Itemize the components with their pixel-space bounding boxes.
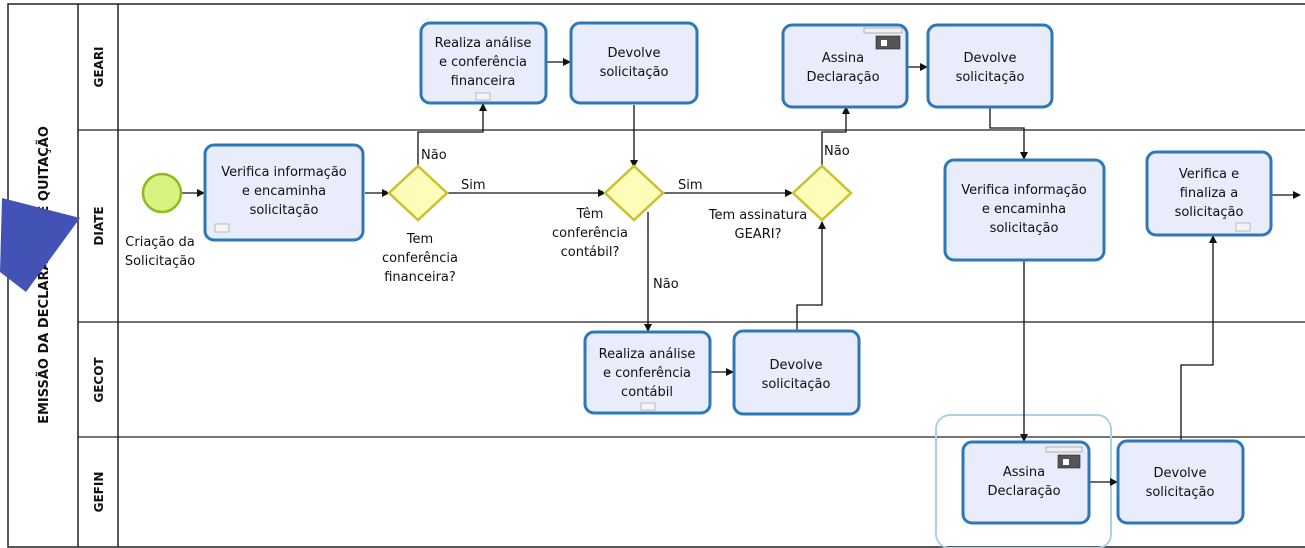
- lane-label-gefin: GEFIN: [92, 472, 106, 513]
- gateway-label-line: financeira?: [384, 270, 456, 285]
- task-label-line: solicitação: [600, 65, 669, 80]
- start-label-line: Solicitação: [125, 254, 195, 269]
- task-label-line: e encaminha: [982, 202, 1066, 217]
- start-label-line: Criação da: [125, 235, 194, 250]
- lane-label-geari: GEARI: [92, 46, 106, 87]
- task-realiza-analise-contabil[interactable]: Realiza análise e conferência contábil: [583, 330, 712, 415]
- task-label-line: solicitação: [1175, 205, 1244, 220]
- tasks: Verifica informação e encaminha solicita…: [203, 21, 1273, 525]
- task-label-line: Devolve: [964, 51, 1017, 66]
- label-g2-no: Não: [653, 277, 679, 292]
- task-label-line: solicitação: [956, 70, 1025, 85]
- flow-t11-t7: [1180, 235, 1217, 441]
- gateway-labels: Tem conferência financeira? Têm conferên…: [382, 207, 807, 285]
- sequence-flows: [182, 58, 1301, 486]
- gateway-label-line: Têm: [576, 207, 604, 222]
- task-label-line: solicitação: [990, 221, 1059, 236]
- task-verifica-e-finaliza[interactable]: Verifica e finaliza a solicitação: [1145, 150, 1273, 237]
- gateway-conferencia-contabil[interactable]: [603, 164, 665, 222]
- gateway-label-line: Tem: [406, 232, 433, 247]
- gateway-label-line: conferência: [552, 226, 628, 241]
- task-label-line: contábil: [621, 385, 673, 400]
- gateway-label-line: Tem assinatura: [708, 208, 808, 223]
- lane-label-diate: DIATE: [92, 206, 106, 245]
- document-icon: [640, 402, 656, 411]
- task-label-line: Devolve: [1154, 466, 1207, 481]
- flow-t9-g3: [796, 221, 826, 330]
- task-label-line: solicitação: [762, 377, 831, 392]
- document-icon: [1235, 222, 1251, 232]
- document-icon: [475, 92, 491, 101]
- gateway-conferencia-financeira[interactable]: [387, 164, 449, 222]
- label-g1-yes: Sim: [461, 178, 486, 193]
- document-icon: [214, 223, 230, 233]
- service-icon: [863, 27, 903, 50]
- task-label-line: Verifica informação: [221, 165, 347, 180]
- label-g1-no: Não: [421, 148, 447, 163]
- service-icon: [1045, 446, 1083, 469]
- start-event[interactable]: [141, 172, 183, 214]
- task-devolve-solicitacao-gefin[interactable]: Devolve solicitação: [1116, 439, 1245, 525]
- task-verifica-informacao-diate-2[interactable]: Verifica informação e encaminha solicita…: [943, 158, 1106, 262]
- pool: EMISSÃO DA DECLARAÇÃO DE QUITAÇÃO: [7, 3, 1305, 548]
- task-label-line: solicitação: [1146, 485, 1215, 500]
- task-verifica-informacao-diate[interactable]: Verifica informação e encaminha solicita…: [203, 143, 365, 242]
- flow-t5-t6: [989, 108, 1028, 160]
- task-label-line: financeira: [451, 74, 516, 89]
- pool-title: EMISSÃO DA DECLARAÇÃO DE QUITAÇÃO: [36, 126, 52, 424]
- task-label-line: Assina: [1003, 465, 1045, 480]
- label-g3-no: Não: [824, 144, 850, 159]
- gateway-label-line: contábil?: [561, 245, 620, 260]
- flow-g1-t2: [417, 103, 487, 168]
- task-label-line: Realiza análise: [599, 347, 696, 362]
- task-assina-declaracao-gefin[interactable]: Assina Declaração: [961, 440, 1091, 525]
- task-label-line: Devolve: [608, 46, 661, 61]
- task-label-line: e conferência: [603, 366, 691, 381]
- label-g2-yes: Sim: [678, 178, 703, 193]
- gateways: [387, 164, 853, 222]
- task-devolve-solicitacao-geari-2[interactable]: Devolve solicitação: [926, 23, 1054, 109]
- task-label-line: Realiza análise: [435, 36, 532, 51]
- task-label-line: e conferência: [439, 55, 527, 70]
- start-event-label: Criação da Solicitação: [125, 235, 195, 269]
- task-label-line: finaliza a: [1180, 186, 1239, 201]
- task-assina-declaracao-geari[interactable]: Assina Declaração: [781, 23, 909, 109]
- gateway-label-line: GEARI?: [735, 227, 782, 242]
- task-label-line: Declaração: [806, 70, 879, 85]
- task-label-line: e encaminha: [242, 184, 326, 199]
- pointer-arrow-icon: [0, 198, 80, 292]
- lane-labels: GEARI DIATE GECOT GEFIN: [92, 46, 106, 512]
- task-realiza-analise-financeira[interactable]: Realiza análise e conferência financeira: [419, 21, 548, 105]
- task-label-line: Verifica informação: [961, 183, 1087, 198]
- gateway-assinatura-geari[interactable]: [791, 164, 853, 222]
- task-label-line: Verifica e: [1179, 167, 1239, 182]
- gateway-label-line: conferência: [382, 251, 458, 266]
- flow-g3-t4: [821, 106, 850, 168]
- task-label-line: Declaração: [987, 484, 1060, 499]
- task-devolve-solicitacao-geari-1[interactable]: Devolve solicitação: [569, 21, 699, 105]
- lane-label-gecot: GECOT: [92, 357, 106, 403]
- task-devolve-solicitacao-gecot[interactable]: Devolve solicitação: [732, 329, 861, 416]
- task-label-line: Assina: [822, 51, 864, 66]
- task-label-line: Devolve: [770, 358, 823, 373]
- flow-labels: Não Sim Sim Não Não: [421, 144, 850, 292]
- task-label-line: solicitação: [250, 203, 319, 218]
